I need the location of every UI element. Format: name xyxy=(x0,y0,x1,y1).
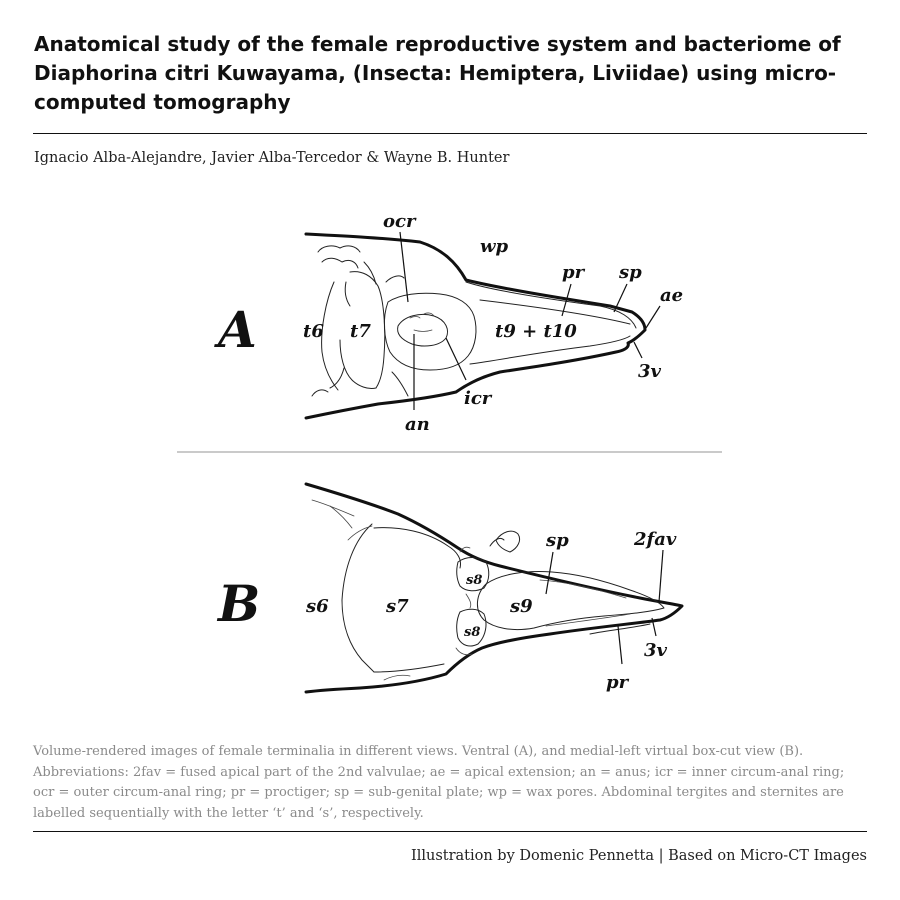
panel-b-appendage xyxy=(495,530,521,553)
panel-a-letter: A xyxy=(214,300,257,359)
panel-a-tergite-folds xyxy=(311,245,409,397)
panel-a-outline xyxy=(304,232,647,420)
illustration-credit: Illustration by Domenic Pennetta | Based… xyxy=(410,848,867,864)
label-a-an: an xyxy=(405,414,430,435)
bottom-divider xyxy=(33,831,867,832)
top-divider xyxy=(33,133,867,134)
label-b-s7: s7 xyxy=(385,596,409,617)
label-b-s9: s9 xyxy=(509,596,533,617)
label-a-ae: ae xyxy=(660,285,683,306)
label-a-wp: wp xyxy=(480,236,508,257)
panel-b-outline xyxy=(304,482,684,694)
label-a-3v: 3v xyxy=(638,361,662,382)
label-a-icr: icr xyxy=(464,388,493,409)
panel-b-sternite-plates xyxy=(311,499,461,681)
article-title: Anatomical study of the female reproduct… xyxy=(34,32,841,114)
label-a-t9-t10: t9 + t10 xyxy=(495,321,577,342)
panel-a-leader-lines xyxy=(399,231,661,410)
panel-a: A xyxy=(214,211,683,435)
label-b-s8-top: s8 xyxy=(466,573,482,588)
author-list: Ignacio Alba-Alejandre, Javier Alba-Terc… xyxy=(34,150,510,166)
label-b-pr: pr xyxy=(606,672,630,693)
label-a-t7: t7 xyxy=(350,321,371,342)
panel-b-s9-plate xyxy=(477,571,665,635)
label-a-t6: t6 xyxy=(303,321,324,342)
panel-b: B xyxy=(216,482,684,694)
label-b-sp: sp xyxy=(545,530,569,551)
label-b-3v: 3v xyxy=(644,640,668,661)
label-a-ocr: ocr xyxy=(383,211,417,232)
figure-caption: Volume-rendered images of female termina… xyxy=(33,744,845,821)
label-b-s6: s6 xyxy=(305,596,329,617)
label-b-s8-bottom: s8 xyxy=(464,625,480,640)
label-a-pr: pr xyxy=(562,262,586,283)
panel-b-letter: B xyxy=(216,574,260,633)
anatomy-figure: A xyxy=(177,211,722,694)
label-a-sp: sp xyxy=(618,262,642,283)
panel-b-leader-lines xyxy=(545,549,664,665)
label-b-2fav: 2fav xyxy=(633,529,677,550)
